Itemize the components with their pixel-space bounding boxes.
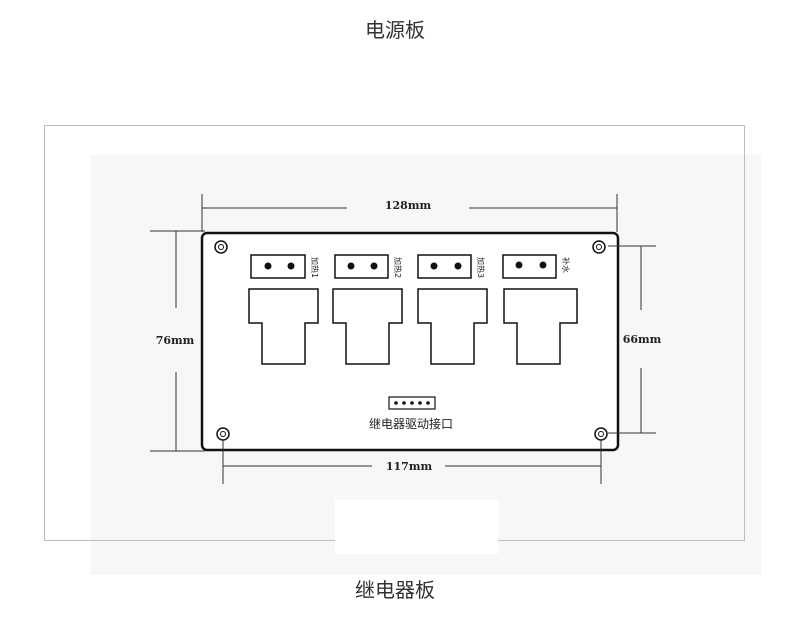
connector-water-refill: [502, 254, 557, 279]
relay-3: [417, 288, 488, 365]
relay-board-title: 继电器板: [355, 578, 435, 602]
relay-1: [248, 288, 319, 365]
driver-interface-label: 继电器驱动接口: [369, 416, 453, 431]
dimension-bottom-label: 117mm: [386, 460, 433, 473]
power-board-title: 电源板: [365, 18, 425, 42]
relay-label-1: 加热1: [310, 257, 320, 278]
dimension-right: [608, 245, 656, 434]
dimension-bottom: [222, 440, 602, 484]
relay-2: [332, 288, 403, 365]
connector-heater-1: [250, 254, 306, 279]
connector-heater-3: [417, 254, 472, 279]
driver-interface-connector: [388, 396, 436, 410]
dimension-left: [150, 230, 205, 452]
dimension-top: [201, 194, 618, 232]
dimension-top-label: 128mm: [385, 199, 432, 212]
mounting-hole-top-right: [592, 240, 606, 254]
relay-label-3: 加热3: [476, 257, 486, 278]
board-outline: [200, 231, 620, 452]
connector-heater-2: [334, 254, 389, 279]
relay-4: [503, 288, 578, 365]
dimension-right-label: 66mm: [623, 333, 662, 346]
relay-label-2: 加热2: [393, 257, 403, 278]
relay-label-4: 补水: [561, 257, 571, 273]
white-patch: [335, 500, 498, 554]
mounting-hole-top-left: [214, 240, 228, 254]
dimension-left-label: 76mm: [156, 334, 195, 347]
